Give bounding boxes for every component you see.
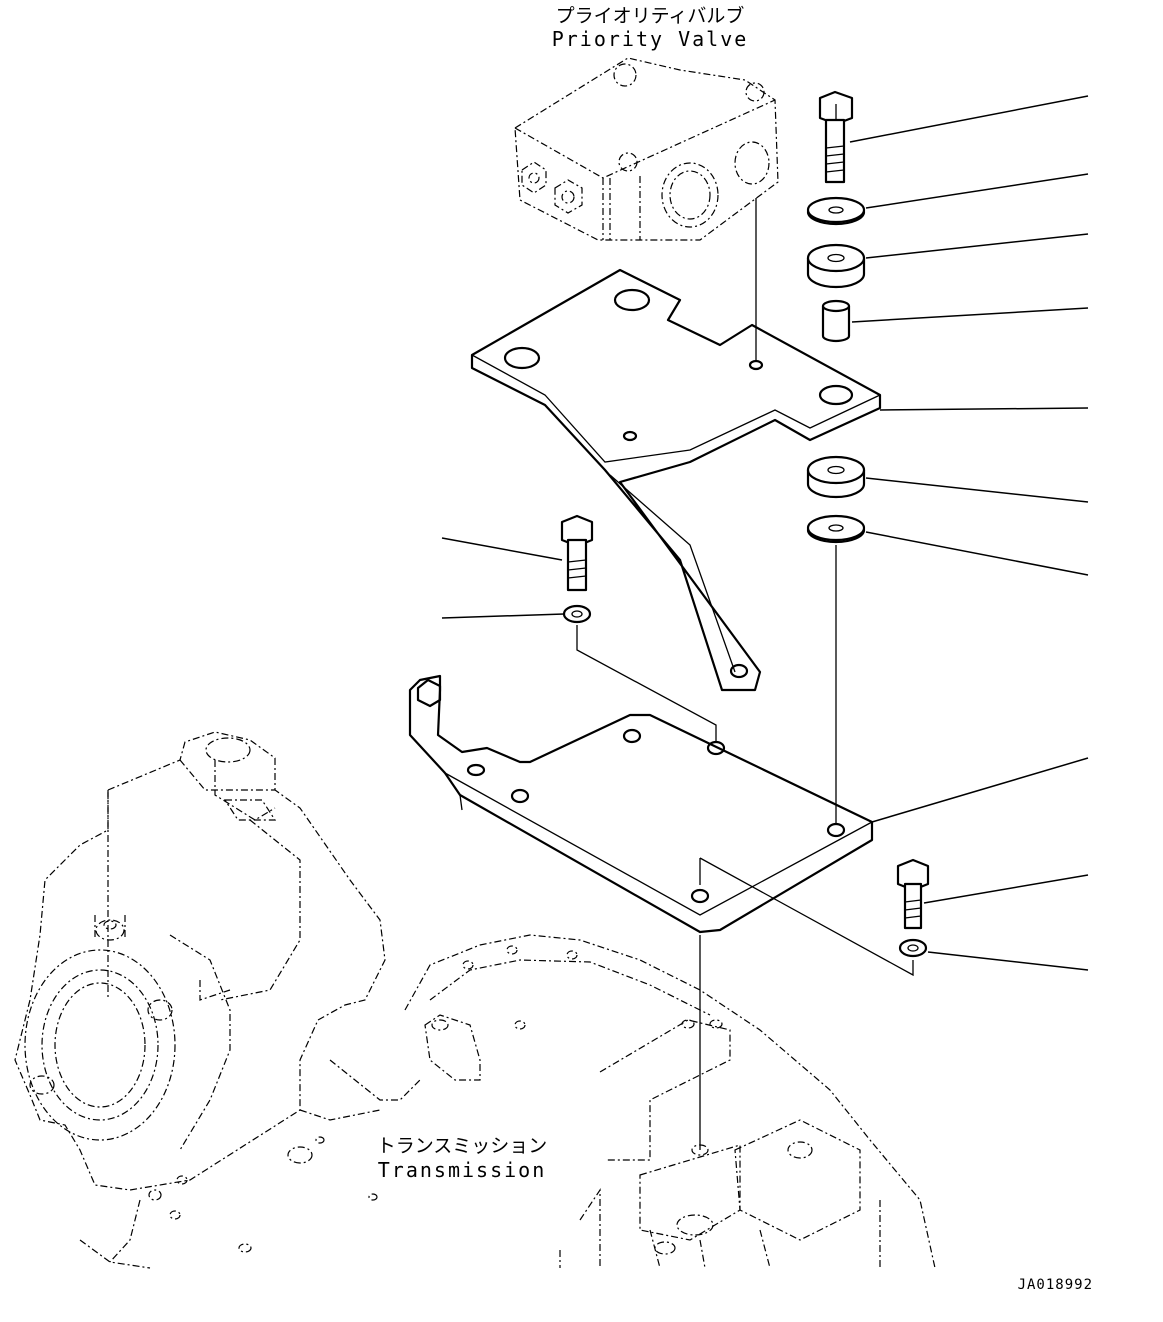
assembly-lines [576, 198, 914, 1150]
leader-lines [441, 95, 1089, 971]
priority-valve [514, 57, 779, 241]
drawing-id: JA018992 [1018, 1277, 1093, 1293]
mounting-plate [408, 674, 874, 934]
washer-icon [806, 196, 866, 226]
cushion-icon [806, 243, 866, 289]
washer-icon [562, 604, 592, 624]
washer-icon [898, 938, 928, 958]
cushion-icon [806, 455, 866, 499]
bolt-icon [818, 90, 854, 184]
transmission-housing [14, 731, 936, 1269]
transmission-label-jp: トランスミッション [377, 1135, 548, 1157]
priority-valve-label-jp: プライオリティバルブ [556, 4, 745, 27]
upper-bracket [470, 268, 882, 692]
transmission-label-en: Transmission [378, 1158, 547, 1182]
bolt-icon [896, 858, 930, 930]
priority-valve-label-en: Priority Valve [552, 27, 749, 51]
washer-icon [806, 514, 866, 544]
bolt-icon [560, 514, 594, 592]
collar-icon [821, 299, 851, 343]
